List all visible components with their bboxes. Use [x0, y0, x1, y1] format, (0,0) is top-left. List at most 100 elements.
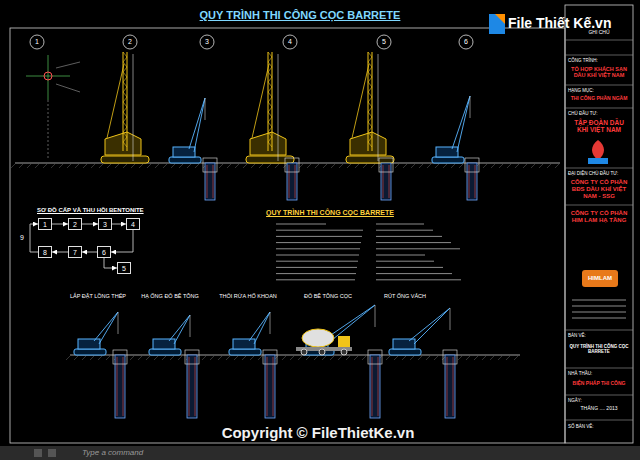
step-number: 5 — [382, 38, 386, 46]
box-number: 7 — [73, 249, 77, 256]
kelly-bar — [133, 54, 134, 161]
title-block-divider — [565, 85, 633, 86]
pile-shaft — [445, 355, 455, 418]
ground-hatch — [218, 356, 222, 360]
box-number: 4 — [131, 221, 135, 228]
hook-line — [450, 308, 451, 330]
note-line — [276, 273, 356, 274]
ground-hatch — [131, 164, 135, 168]
pile-center-mark — [44, 72, 52, 80]
diagram-heading: SƠ ĐỒ CẤP VÀ THU HỒI BENTONITE — [37, 207, 144, 214]
rebar-line — [117, 357, 118, 416]
ground-hatch — [147, 164, 151, 168]
note-line — [276, 261, 358, 262]
ground-hatch — [363, 164, 367, 168]
pile-shaft — [265, 355, 275, 418]
ground-hatch — [66, 356, 70, 360]
crane-boom — [409, 308, 450, 341]
pile-shaft — [115, 355, 125, 418]
rebar-line — [383, 165, 384, 198]
casing — [379, 158, 393, 172]
crawler-track — [389, 349, 421, 355]
ground-hatch — [483, 164, 487, 168]
ground-hatch — [307, 164, 311, 168]
rebar-line — [378, 357, 379, 416]
ground-hatch — [515, 164, 519, 168]
rebar-line — [469, 165, 470, 198]
ground-hatch — [491, 164, 495, 168]
axis-line — [26, 76, 70, 77]
title-block-field: NHÀ THẦU: — [568, 371, 592, 376]
title-block-divider — [565, 40, 633, 41]
crawler-track — [74, 349, 106, 355]
ground-hatch — [235, 164, 239, 168]
hook-line — [118, 312, 119, 334]
ground-hatch — [202, 356, 206, 360]
title-block-field: SỐ BẢN VẼ: — [568, 424, 594, 429]
rebar-line — [189, 357, 190, 416]
crane-body — [436, 147, 458, 157]
notes-heading: QUY TRÌNH THI CÔNG CỌC BARRETE — [266, 209, 394, 217]
axis-line — [48, 55, 49, 100]
ground-hatch — [250, 356, 254, 360]
box-number: 2 — [73, 221, 77, 228]
stage-caption: THỔI RỬA HỐ KHOAN — [219, 293, 277, 299]
crane-body — [393, 339, 415, 349]
ground-hatch — [275, 164, 279, 168]
title-block-value: THI CÔNG PHẦN NGẦM — [569, 96, 629, 102]
box-number: 1 — [43, 221, 47, 228]
flow-connector — [52, 224, 68, 225]
address-line — [572, 306, 626, 307]
note-line — [276, 279, 355, 280]
casing — [203, 158, 217, 172]
ground-hatch — [451, 164, 455, 168]
process-box: 1 — [38, 218, 52, 230]
crane-boom — [169, 315, 190, 341]
title-block-value: TẬP ĐOÀN DẦU KHÍ VIỆT NAM — [569, 119, 629, 134]
crane-boom — [452, 96, 470, 149]
ground-hatch — [106, 356, 110, 360]
note-line — [276, 236, 362, 237]
ground-hatch — [386, 356, 390, 360]
rebar-line — [372, 357, 373, 416]
ground-hatch — [179, 164, 183, 168]
crane-boom — [457, 96, 470, 152]
ground-hatch — [259, 164, 263, 168]
note-line — [276, 224, 326, 225]
ground-hatch — [90, 356, 94, 360]
ground-hatch — [419, 164, 423, 168]
ground-hatch — [227, 164, 231, 168]
stage-caption: ĐỔ BÊ TÔNG CỌC — [304, 293, 352, 299]
truck-wheel — [301, 349, 307, 355]
ground-hatch — [531, 164, 535, 168]
note-line — [276, 242, 361, 243]
petrovietnam-logo-base — [588, 158, 608, 164]
watermark: Copyright © FileThietKe.vn — [222, 424, 415, 441]
ground-hatch — [267, 164, 271, 168]
step-number: 2 — [128, 38, 132, 46]
stage-caption: LẮP ĐẶT LỒNG THÉP — [70, 293, 126, 299]
ground-hatch — [315, 164, 319, 168]
ground-hatch — [371, 164, 375, 168]
box-number: 3 — [103, 221, 107, 228]
ground-hatch — [507, 164, 511, 168]
rebar-line — [213, 165, 214, 198]
ground-hatch — [498, 356, 502, 360]
pile-shaft — [381, 163, 391, 200]
title-block-value: CÔNG TY CỔ PHẦN HIM LAM HẠ TẦNG — [569, 210, 629, 224]
crane-boom — [194, 98, 205, 152]
title-block-divider — [565, 420, 633, 421]
note-line — [376, 230, 433, 231]
title-block-value: CÔNG TY CỔ PHẦN BĐS DẦU KHÍ VIỆT NAM - S… — [569, 179, 629, 200]
step-circle — [459, 35, 473, 49]
rebar-line — [207, 165, 208, 198]
kelly-bar — [378, 54, 379, 161]
note-line — [376, 273, 452, 274]
ground-hatch — [51, 164, 55, 168]
ground-hatch — [107, 164, 111, 168]
ground-hatch — [74, 356, 78, 360]
logo-text: HIMLAM — [588, 275, 612, 282]
step-number: 3 — [205, 38, 209, 46]
ground-hatch — [243, 164, 247, 168]
step-number: 6 — [464, 38, 468, 46]
